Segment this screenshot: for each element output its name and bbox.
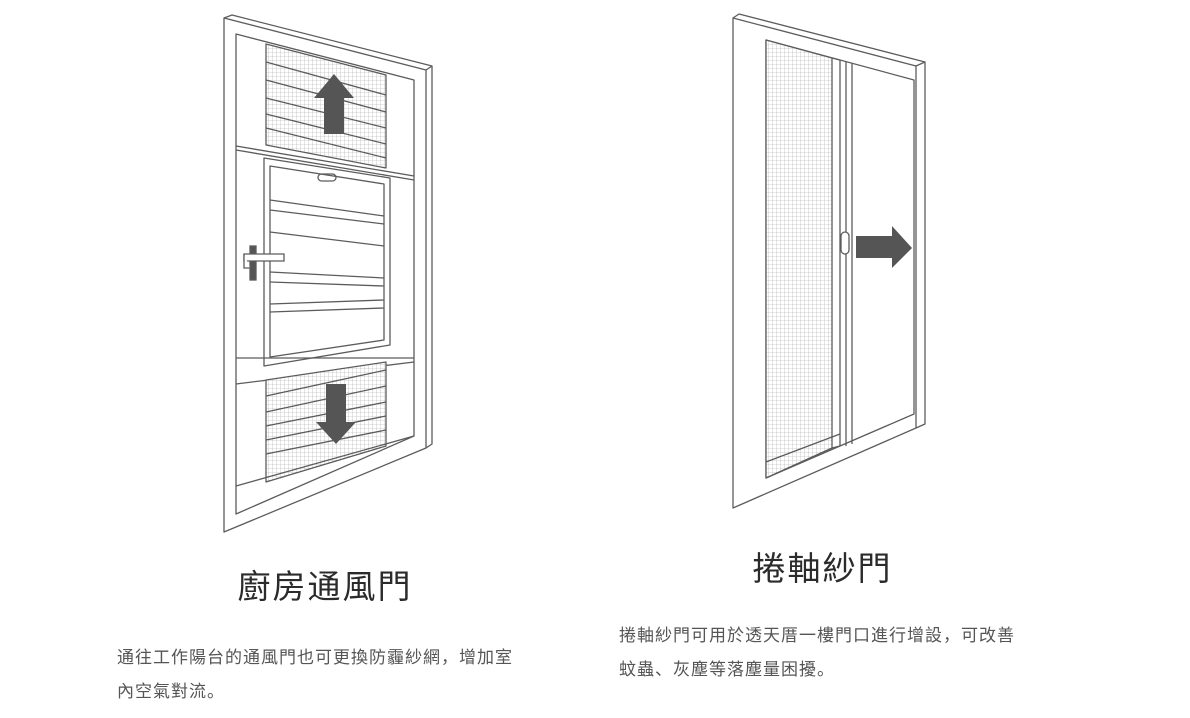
product-card-roller-screen-door: 捲軸紗門 捲軸紗門可用於透天厝一樓門口進行增設，可改善蚊蟲、灰塵等落塵量困擾。 (595, 0, 1190, 718)
ventilation-door-icon (223, 14, 433, 533)
product-card-ventilation-door: 廚房通風門 通往工作陽台的通風門也可更換防霾紗網，增加室內空氣對流。 (117, 14, 513, 702)
product-description: 通往工作陽台的通風門也可更換防霾紗網，增加室內空氣對流。 (117, 648, 513, 702)
product-title: 廚房通風門 (237, 567, 413, 606)
roller-screen-door-icon (732, 13, 926, 509)
product-description: 捲軸紗門可用於透天厝一樓門口進行增設，可改善蚊蟲、灰塵等落塵量困擾。 (619, 626, 1015, 680)
product-title: 捲軸紗門 (752, 549, 893, 588)
